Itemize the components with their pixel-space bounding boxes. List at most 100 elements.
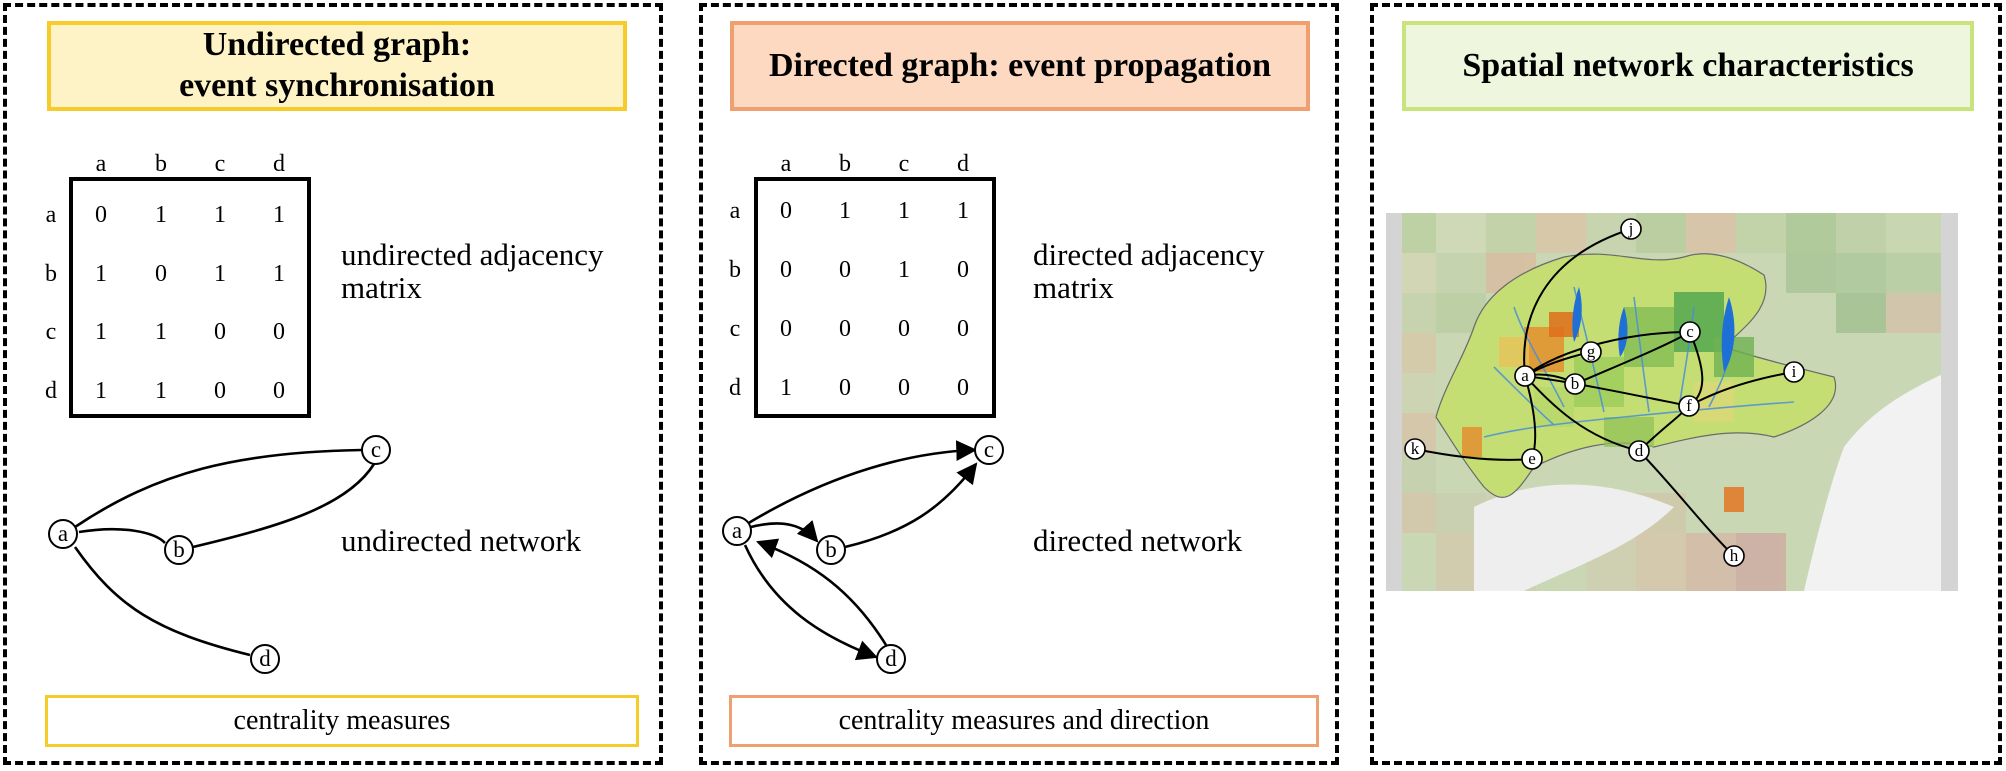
matrix-cell: 0 (95, 202, 107, 228)
col-label-d: d (273, 151, 285, 177)
undirected-bottom-box: centrality measures (45, 695, 639, 747)
adjacency-matrix-frame (69, 177, 311, 418)
map-node-label-c: c (1686, 322, 1694, 341)
map-node-b (1564, 373, 1586, 395)
edge-a-f (1524, 375, 1690, 407)
matrix-cell: 0 (839, 257, 851, 283)
map-node-d (1628, 440, 1650, 462)
edge-k-e (1414, 448, 1533, 461)
directed-matrix-label: directed adjacency matrix (1033, 237, 1265, 305)
matrix-label-line1: undirected adjacency (341, 237, 604, 272)
undirected-title-line1: Undirected graph: (202, 26, 472, 64)
map-node-i (1783, 361, 1805, 383)
undirected-matrix-label: undirected adjacency matrix (341, 237, 604, 305)
map-node-label-b: b (1571, 374, 1580, 393)
node-label-c: c (984, 437, 994, 462)
row-label-c: c (730, 316, 741, 342)
matrix-cell: 0 (839, 316, 851, 342)
map-node-h (1723, 545, 1745, 567)
map-node-e (1521, 448, 1543, 470)
panel-undirected: Undirected graph: event synchronisation … (3, 3, 663, 765)
map-node-label-a: a (1521, 366, 1529, 385)
matrix-cell: 1 (95, 378, 107, 404)
map-nodes: a b c d e f g h i j k (1404, 218, 1805, 567)
map-border-right (1941, 213, 1958, 591)
matrix-cell: 0 (214, 319, 226, 345)
node-a (722, 516, 752, 546)
map-node-label-k: k (1411, 439, 1420, 458)
undirected-diagram-svg: a b c d a b c d 0 1 1 1 1 0 1 1 1 1 0 0 … (45, 151, 391, 674)
map-node-label-h: h (1730, 546, 1739, 565)
row-label-a: a (46, 202, 57, 228)
directed-network-label: directed network (1033, 523, 1243, 558)
matrix-cell: 1 (214, 202, 226, 228)
edge-a-j (1523, 228, 1632, 377)
matrix-cell: 1 (780, 375, 792, 401)
node-label-d: d (885, 646, 897, 671)
col-label-b: b (155, 151, 167, 177)
map-node-j (1620, 218, 1642, 240)
node-label-b: b (825, 537, 837, 562)
node-c (361, 435, 391, 465)
directed-title: Directed graph: event propagation (768, 46, 1272, 84)
map-border-left (1386, 213, 1402, 591)
edge-b-c (844, 462, 978, 549)
map-node-f (1678, 395, 1700, 417)
node-label-a: a (732, 518, 742, 543)
matrix-cell: 0 (780, 198, 792, 224)
spatial-title-box: Spatial network characteristics (1402, 21, 1974, 111)
matrix-cell: 1 (898, 257, 910, 283)
matrix-cell: 0 (957, 375, 969, 401)
matrix-cell: 1 (273, 261, 285, 287)
matrix-label-line2: matrix (341, 269, 422, 305)
panel-directed: Directed graph: event propagation a b c … (699, 3, 1339, 765)
row-label-c: c (46, 319, 57, 345)
edge-a-b (750, 520, 819, 543)
node-a (48, 519, 78, 549)
adjacency-matrix-frame (754, 177, 996, 418)
spatial-map-svg: a b c d e f g h i j k (1386, 213, 1958, 591)
node-label-d: d (259, 646, 271, 671)
matrix-cell: 1 (155, 319, 167, 345)
matrix-cell: 0 (957, 257, 969, 283)
row-label-b: b (729, 257, 741, 283)
node-c (974, 435, 1004, 465)
matrix-cell: 0 (273, 319, 285, 345)
lakes (1572, 287, 1735, 372)
edge-d-a (756, 538, 888, 646)
node-d (250, 644, 280, 674)
node-label-a: a (58, 521, 68, 546)
matrix-cell: 1 (214, 261, 226, 287)
matrix-cell: 0 (780, 316, 792, 342)
row-label-d: d (729, 375, 741, 401)
col-label-d: d (957, 151, 969, 177)
matrix-label-line1: directed adjacency (1033, 237, 1265, 272)
node-label-b: b (173, 537, 185, 562)
edge-b-c (192, 463, 376, 549)
map-node-label-i: i (1792, 362, 1797, 381)
matrix-cell: 0 (898, 316, 910, 342)
map-node-label-g: g (1587, 342, 1596, 361)
node-d (876, 644, 906, 674)
edge-a-b (78, 527, 166, 544)
edge-a-c (1524, 331, 1691, 377)
row-label-b: b (45, 261, 57, 287)
row-label-a: a (730, 198, 741, 224)
node-b (816, 535, 846, 565)
col-label-b: b (839, 151, 851, 177)
matrix-cell: 0 (155, 261, 167, 287)
matrix-cell: 0 (273, 378, 285, 404)
edge-a-d (743, 544, 878, 661)
matrix-cell: 1 (155, 202, 167, 228)
edge-a-d (73, 546, 251, 657)
col-label-a: a (96, 151, 107, 177)
map-node-label-e: e (1528, 449, 1536, 468)
map-node-label-f: f (1686, 396, 1692, 415)
matrix-cell: 0 (898, 375, 910, 401)
undirected-title-line2: event synchronisation (179, 67, 495, 104)
matrix-cell: 1 (898, 198, 910, 224)
matrix-cell: 1 (95, 319, 107, 345)
node-label-c: c (371, 437, 381, 462)
directed-title-box: Directed graph: event propagation (730, 21, 1310, 111)
matrix-label-line2: matrix (1033, 269, 1114, 305)
